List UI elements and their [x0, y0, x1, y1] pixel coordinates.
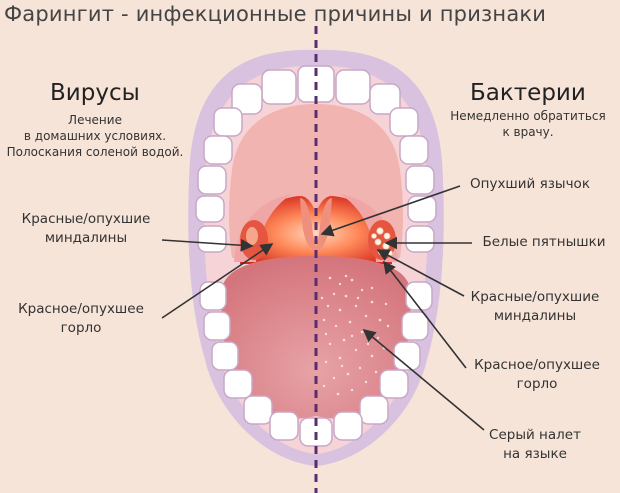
- right-tonsils-label: Красные/опухшие миндалины: [460, 288, 610, 326]
- viruses-note-line3: Полоскания соленой водой.: [6, 145, 184, 159]
- uvula: [300, 198, 332, 252]
- left-tonsils-label-line1: Красные/опухшие: [21, 211, 151, 227]
- left-throat-label: Красное/опухшее горло: [6, 300, 156, 338]
- spots-label: Белые пятнышки: [482, 234, 606, 250]
- arrow-right-tonsils: [376, 249, 465, 297]
- arrow-left-throat: [161, 243, 274, 319]
- left-throat-label-line1: Красное/опухшее: [18, 301, 144, 317]
- bacteria-note-line1: Немедленно обратиться: [450, 109, 606, 123]
- left-tonsils-label: Красные/опухшие миндалины: [6, 210, 166, 248]
- arrow-right-uvula: [320, 185, 461, 237]
- viruses-note-line1: Лечение: [68, 113, 122, 127]
- uvula-label: Опухший язычок: [470, 176, 590, 192]
- right-tonsils-label-line1: Красные/опухшие: [470, 289, 600, 305]
- right-throat-label-line2: горло: [516, 376, 558, 392]
- viruses-note: Лечение в домашних условиях. Полоскания …: [0, 112, 190, 160]
- tongue-label: Серый налет на языке: [460, 426, 610, 464]
- lower-teeth: [197, 225, 435, 447]
- arrow-right-throat: [383, 260, 467, 369]
- left-tonsils-label-line2: миндалины: [44, 230, 128, 246]
- right-tonsils-label-line2: миндалины: [493, 308, 577, 324]
- bacteria-note: Немедленно обратиться к врачу.: [436, 108, 620, 140]
- viruses-heading: Вирусы: [50, 80, 140, 106]
- tongue-label-line2: на языке: [503, 446, 567, 462]
- tongue-label-line1: Серый налет: [489, 427, 581, 443]
- right-throat-label-line1: Красное/опухшее: [474, 357, 600, 373]
- upper-teeth: [195, 65, 437, 223]
- bacteria-note-line2: к врачу.: [502, 125, 554, 139]
- page-title: Фарингит - инфекционные причины и призна…: [4, 2, 547, 26]
- arrow-left-tonsils: [161, 238, 254, 252]
- tongue-coating: [320, 274, 390, 396]
- viruses-note-line2: в домашних условиях.: [23, 129, 167, 143]
- left-throat-label-line2: горло: [60, 320, 102, 336]
- right-throat-label: Красное/опухшее горло: [462, 356, 612, 394]
- arrow-right-tongue: [362, 328, 485, 431]
- bacteria-heading: Бактерии: [470, 80, 586, 106]
